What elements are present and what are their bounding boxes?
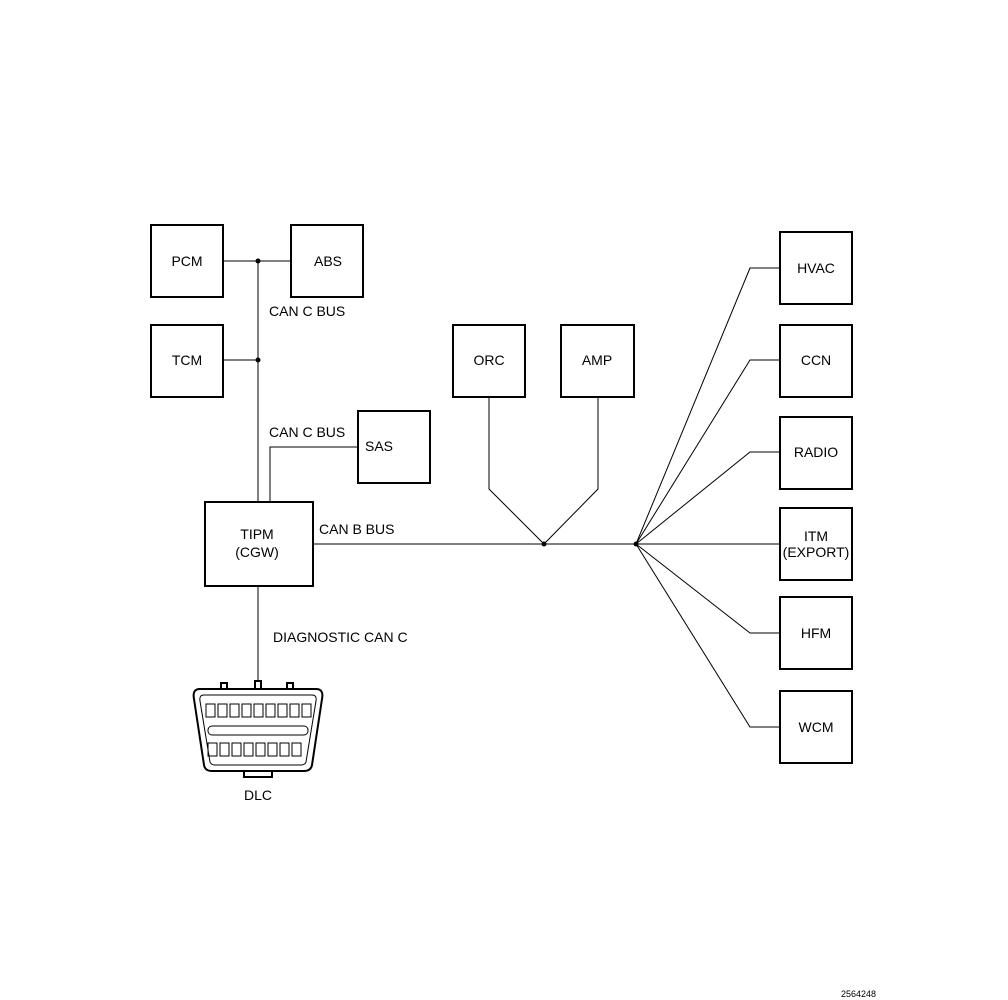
can-c-wire-sas xyxy=(269,446,358,502)
module-label: TIPM xyxy=(240,526,273,542)
can-b-wire-hfm xyxy=(635,543,780,634)
dlc-center-slot xyxy=(207,725,309,736)
module-sas: SAS xyxy=(357,410,431,484)
module-abs: ABS xyxy=(290,224,364,298)
can-b-bus-label: CAN B BUS xyxy=(319,521,394,537)
module-label: WCM xyxy=(799,719,834,735)
module-ccn: CCN xyxy=(779,324,853,398)
splice-dot xyxy=(633,541,639,547)
can-b-wire-orc xyxy=(488,397,545,545)
module-label: (CGW) xyxy=(235,544,279,560)
module-orc: ORC xyxy=(452,324,526,398)
module-label: (EXPORT) xyxy=(783,544,850,560)
module-label: SAS xyxy=(365,438,393,454)
dlc-label: DLC xyxy=(244,787,272,803)
can-c-bus-label: CAN C BUS xyxy=(269,303,345,319)
junctions xyxy=(255,258,639,547)
module-label: PCM xyxy=(171,253,202,269)
module-hfm: HFM xyxy=(779,596,853,670)
module-tcm: TCM xyxy=(150,324,224,398)
can-b-wire-hvac xyxy=(635,267,780,545)
module-tipm: TIPM (CGW) xyxy=(204,501,314,587)
can-b-wire-wcm xyxy=(635,543,780,728)
module-pcm: PCM xyxy=(150,224,224,298)
can-b-wire-amp xyxy=(543,397,599,545)
splice-dot xyxy=(255,357,261,363)
dlc-pin-row-top xyxy=(205,703,312,718)
splice-dot xyxy=(255,258,261,264)
can-c-bus-label: CAN C BUS xyxy=(269,424,345,440)
module-label: AMP xyxy=(582,352,612,368)
module-wcm: WCM xyxy=(779,690,853,764)
module-hvac: HVAC xyxy=(779,231,853,305)
module-label: RADIO xyxy=(794,444,838,460)
can-b-wire-ccn xyxy=(635,359,780,545)
module-amp: AMP xyxy=(560,324,635,398)
module-radio: RADIO xyxy=(779,416,853,490)
diagnostic-can-c-label: DIAGNOSTIC CAN C xyxy=(273,629,408,645)
dlc-pin-row-bottom xyxy=(207,742,302,757)
module-label: ITM xyxy=(804,528,828,544)
can-b-wire-radio xyxy=(635,451,780,545)
module-label: ABS xyxy=(314,253,342,269)
module-label: ORC xyxy=(473,352,504,368)
dlc-connector-icon xyxy=(192,680,324,778)
module-itm: ITM (EXPORT) xyxy=(779,507,853,581)
splice-dot xyxy=(541,541,547,547)
figure-reference-number: 2564248 xyxy=(841,989,876,999)
module-label: HFM xyxy=(801,625,831,641)
module-label: HVAC xyxy=(797,260,835,276)
module-label: TCM xyxy=(172,352,202,368)
module-label: CCN xyxy=(801,352,831,368)
